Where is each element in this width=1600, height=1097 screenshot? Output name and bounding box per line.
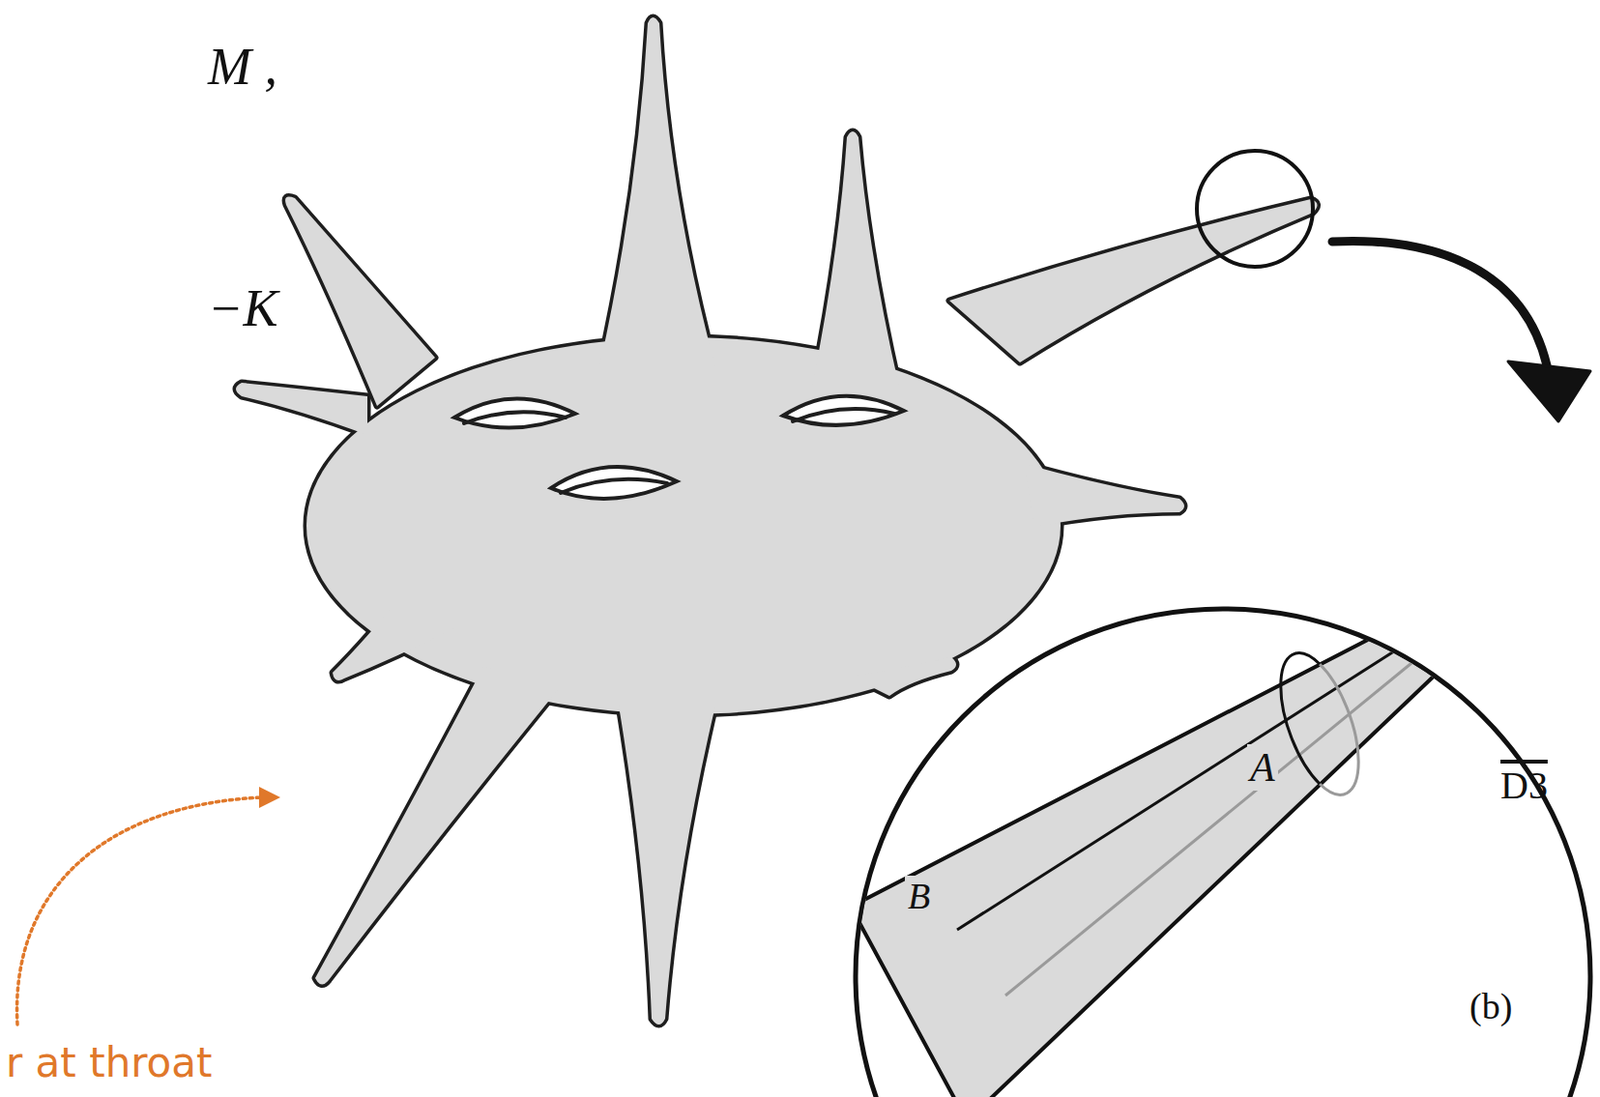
throat	[850, 595, 1480, 1097]
hole-rim	[560, 479, 668, 494]
inset-throat	[850, 595, 1480, 1097]
zoom-circle	[1196, 150, 1313, 267]
throat-shading-line	[1005, 633, 1449, 996]
hole-rim	[464, 411, 566, 424]
brane-dot	[1414, 595, 1432, 613]
hole	[551, 466, 677, 499]
cycle-label: B	[904, 875, 933, 919]
anti-d3-branes	[1414, 595, 1465, 640]
cycle-a-front	[1280, 653, 1320, 785]
annotation-arrowhead	[259, 786, 281, 809]
brane-dot	[1431, 598, 1450, 616]
brane-dot	[1447, 610, 1465, 628]
cycle-a-back	[1319, 664, 1359, 795]
cycle-label: A	[1247, 744, 1279, 791]
math-label: M ,	[207, 36, 278, 97]
surface-holes	[454, 396, 904, 499]
panel-label: (b)	[1469, 986, 1513, 1029]
brane-label: D3	[1500, 763, 1548, 809]
hole-rim	[792, 408, 895, 422]
zoom-arrow	[1332, 240, 1547, 366]
brane-dot	[1438, 621, 1456, 640]
annotation-arrow	[17, 797, 263, 1025]
annotation-note: r at throat	[5, 1040, 213, 1087]
zoom-arrowhead	[1508, 361, 1591, 422]
hole	[454, 398, 576, 428]
brane-dot	[1422, 614, 1440, 633]
hole	[783, 396, 904, 426]
cycle-b-line	[957, 620, 1443, 931]
math-label: −K	[207, 278, 278, 339]
